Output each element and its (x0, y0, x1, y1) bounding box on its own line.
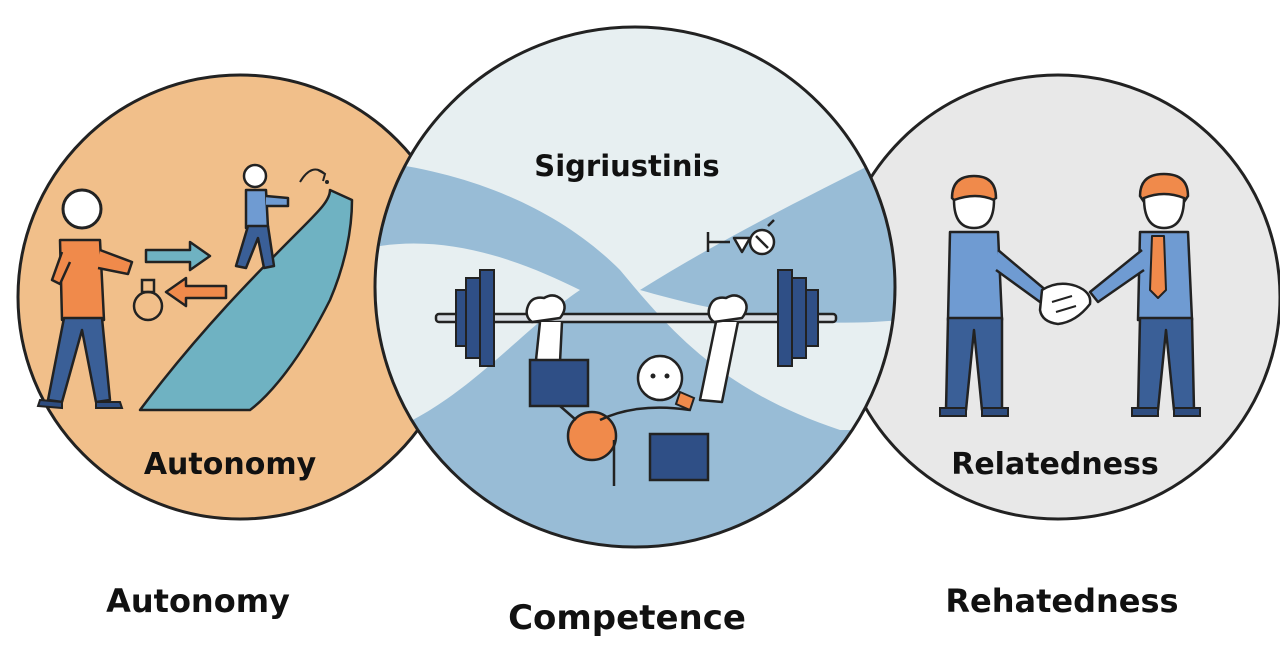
handshake-icon (1038, 282, 1092, 326)
small-walking-person-icon (234, 163, 290, 270)
arrow-left-icon (164, 276, 228, 308)
autonomy-circle-label: Autonomy (143, 447, 317, 482)
blue-band-left (375, 160, 895, 547)
competence-caption: Competence (508, 598, 746, 638)
stopwatch-icon (706, 219, 776, 256)
relatedness-caption: Rehatedness (945, 582, 1179, 620)
person-left-icon (939, 174, 1050, 417)
weightlifter-icon (525, 294, 748, 486)
person-right-icon (1088, 172, 1201, 417)
winding-path-icon (138, 188, 354, 412)
walking-person-icon (36, 188, 134, 410)
arrow-right-icon (144, 240, 212, 272)
autonomy-caption: Autonomy (106, 582, 290, 620)
competence-circle-heading: Sigriustinis (534, 149, 720, 183)
ring-symbol-icon (132, 278, 164, 322)
relatedness-circle-label: Relatedness (951, 447, 1159, 482)
